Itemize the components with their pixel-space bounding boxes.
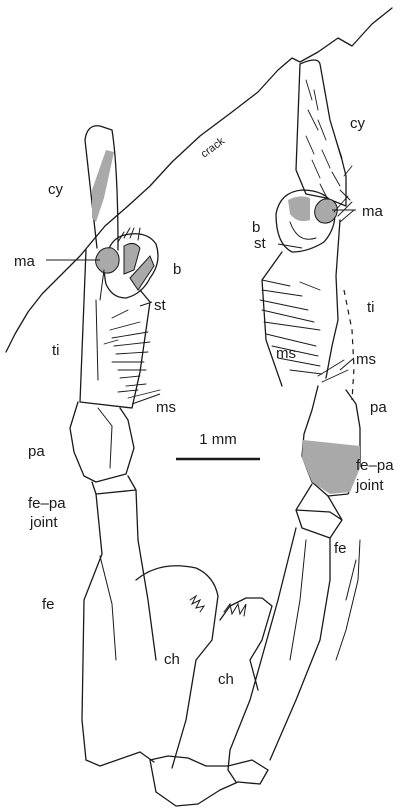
left-pedipalp (70, 126, 218, 768)
left-label-ms: ms (156, 399, 176, 416)
right-label-ma: ma (362, 203, 383, 220)
right-pedipalp (220, 60, 360, 782)
left-label-ti: ti (52, 342, 60, 359)
bottom-fragment (150, 756, 268, 806)
left-label-joint: joint (29, 514, 58, 531)
right-label-pa: pa (370, 399, 387, 416)
left-patella-mid (98, 408, 112, 468)
right-bulb-arc (290, 222, 316, 239)
right-femur (228, 528, 296, 782)
left-fe-pa-joint (92, 476, 136, 494)
left-chelicera-fang (190, 596, 204, 612)
right-median-apophysis (315, 199, 338, 223)
crack-label: crack (199, 135, 228, 160)
left-label-b: b (173, 261, 181, 278)
right-label-fe-pa: fe–pa (356, 457, 394, 474)
left-femur (82, 494, 154, 766)
right-bulb-shade (288, 196, 310, 221)
left-label-fe-pa: fe–pa (28, 495, 66, 512)
left-label-pa: pa (28, 443, 45, 460)
left-cymbium-shade (92, 150, 114, 222)
right-label-ti: ti (367, 299, 375, 316)
right-ms-leader (340, 358, 354, 370)
right-label-ms-2: ms (356, 351, 376, 368)
right-femur-inner (290, 540, 306, 660)
right-label-ch: ch (218, 671, 234, 688)
right-st-leader (278, 244, 302, 248)
right-label-cy: cy (350, 115, 366, 132)
right-label-ms-1: ms (276, 345, 296, 362)
right-femur-right (270, 538, 330, 760)
right-tibia-dashed (344, 290, 354, 400)
left-macrosetae (104, 310, 160, 398)
right-femur-outer (336, 540, 360, 660)
right-label-fe: fe (334, 540, 347, 557)
left-label-ch: ch (164, 651, 180, 668)
left-femur-right (136, 490, 156, 660)
right-label-joint: joint (355, 477, 384, 494)
left-embolus (118, 228, 140, 242)
left-femur-inner (100, 556, 116, 660)
left-label-fe: fe (42, 596, 55, 613)
crack-line (6, 8, 392, 352)
right-cymbium-hairs (306, 80, 352, 200)
left-label-ma: ma (14, 253, 35, 270)
left-label-st: st (154, 297, 167, 314)
left-patella (70, 402, 134, 482)
left-label-cy: cy (48, 181, 64, 198)
right-label-st: st (254, 235, 267, 252)
right-embolus-hairs (334, 196, 354, 222)
scale-bar-label: 1 mm (199, 431, 237, 448)
left-tibia-mid (96, 270, 104, 380)
right-label-b: b (252, 219, 260, 236)
